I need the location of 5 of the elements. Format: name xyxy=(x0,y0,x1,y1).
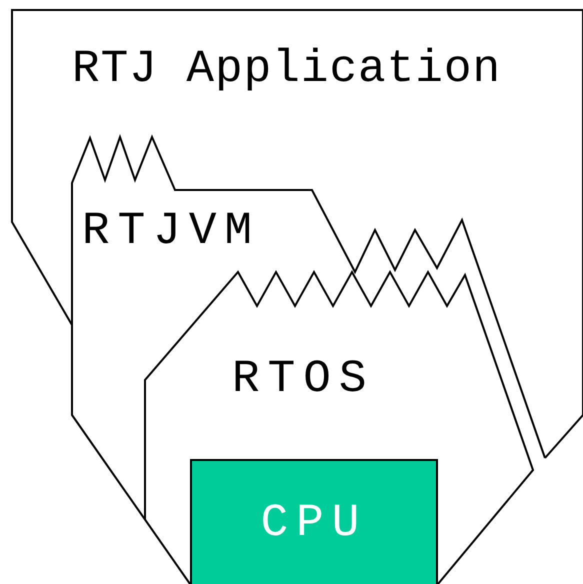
cpu-box xyxy=(190,459,438,584)
layer-label: RTOS xyxy=(232,356,374,402)
layer-label: RTJVM xyxy=(82,208,260,254)
layer-label: RTJ Application xyxy=(72,46,502,92)
layer-label: CPU xyxy=(260,500,368,546)
